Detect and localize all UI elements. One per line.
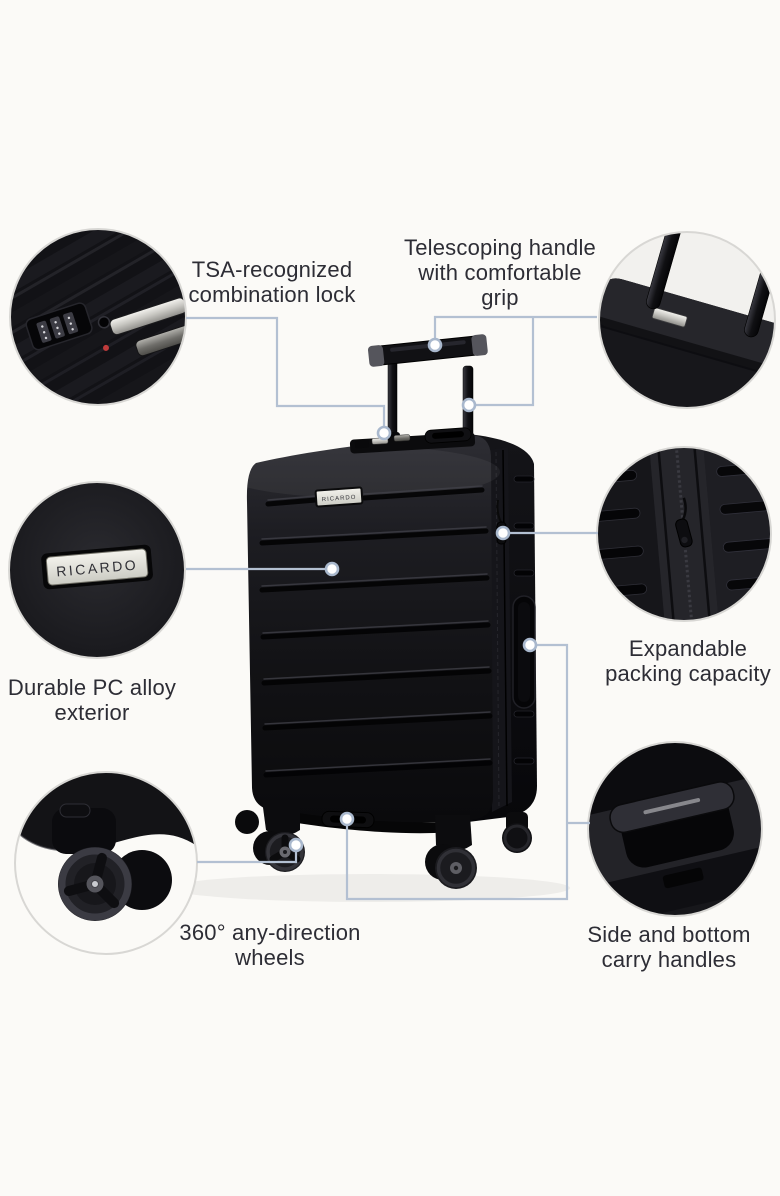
suitcase-illustration: RICARDO	[170, 334, 570, 902]
side-carry-handle-recess	[518, 602, 530, 702]
callout-label-exterior: Durable PC alloy exterior	[0, 675, 192, 725]
anchor-dot-tsa-lock	[376, 425, 392, 441]
brand-plate-on-shell: RICARDO	[314, 486, 364, 508]
callout-label-line: wheels	[235, 945, 305, 971]
zipper-pull-cord	[496, 499, 502, 523]
connector-telescoping-handle	[433, 315, 597, 407]
callout-label-telescoping-handle: Telescoping handle with comfortable grip	[390, 235, 610, 310]
callout-photo-logo-plate: RICARDO	[9, 482, 185, 658]
callout-photo-wheel	[15, 772, 197, 954]
callout-label-line: carry handles	[601, 947, 737, 973]
callout-photo-tsa-lock	[10, 229, 186, 405]
ricardo-logo-text-small: RICARDO	[322, 495, 357, 503]
anchor-dot-handle-tube	[461, 397, 477, 413]
anchor-dot-side-handle	[522, 637, 538, 653]
callout-ring-logo-plate	[8, 481, 186, 659]
callout-label-carry-handles: Side and bottom carry handles	[569, 922, 769, 972]
callout-label-line: Telescoping handle	[404, 235, 596, 260]
anchor-dot-handle-grip	[427, 337, 443, 353]
callout-label-line: 360° any-direction	[179, 920, 361, 945]
callout-label-line: Expandable	[628, 636, 748, 661]
callout-photo-expandable	[597, 447, 771, 621]
connector-lines	[186, 315, 598, 901]
callout-label-tsa-lock: TSA-recognized combination lock	[172, 257, 372, 307]
spinner-wheels	[253, 800, 532, 889]
anchor-dot-expandable	[495, 525, 511, 541]
connector-carry-handles	[345, 643, 590, 901]
callout-label-line: Durable PC alloy	[7, 675, 177, 700]
callout-photo-telescoping-handle	[599, 232, 775, 408]
callout-photo-carry-handle	[588, 742, 762, 916]
shell-sheen	[220, 446, 500, 498]
connector-tsa-lock	[186, 316, 386, 433]
handle-crossbar	[367, 334, 488, 367]
anchor-dot-logo-plate	[324, 561, 340, 577]
keyhole	[97, 316, 111, 329]
callout-label-line: Side and bottom	[587, 922, 751, 947]
callout-label-line: TSA-recognized	[191, 257, 353, 282]
callout-ring-telescoping-handle	[598, 231, 776, 409]
callout-label-line: grip	[481, 285, 519, 311]
zipper-teeth	[502, 449, 508, 807]
callout-label-line: packing capacity	[605, 661, 771, 687]
ground-shadow	[170, 874, 570, 902]
anchor-dots	[288, 337, 538, 853]
front-grooves	[259, 485, 493, 778]
wheel-back-left	[235, 810, 259, 834]
top-carry-handle	[424, 427, 472, 444]
lock-indicator-red	[103, 344, 110, 351]
callout-label-line: combination lock	[188, 282, 356, 308]
callout-ring-carry-handle	[587, 741, 763, 917]
callout-label-expandable: Expandable packing capacity	[588, 636, 780, 686]
callout-label-line: exterior	[54, 700, 130, 726]
zipper-stitch	[495, 451, 500, 809]
anchor-dot-wheel	[288, 837, 304, 853]
callout-label-wheels: 360° any-direction wheels	[170, 920, 370, 970]
callout-label-line: with comfortable	[418, 260, 582, 286]
ricardo-logo-text: RICARDO	[56, 556, 139, 579]
anchor-dot-bottom-handle	[339, 811, 355, 827]
